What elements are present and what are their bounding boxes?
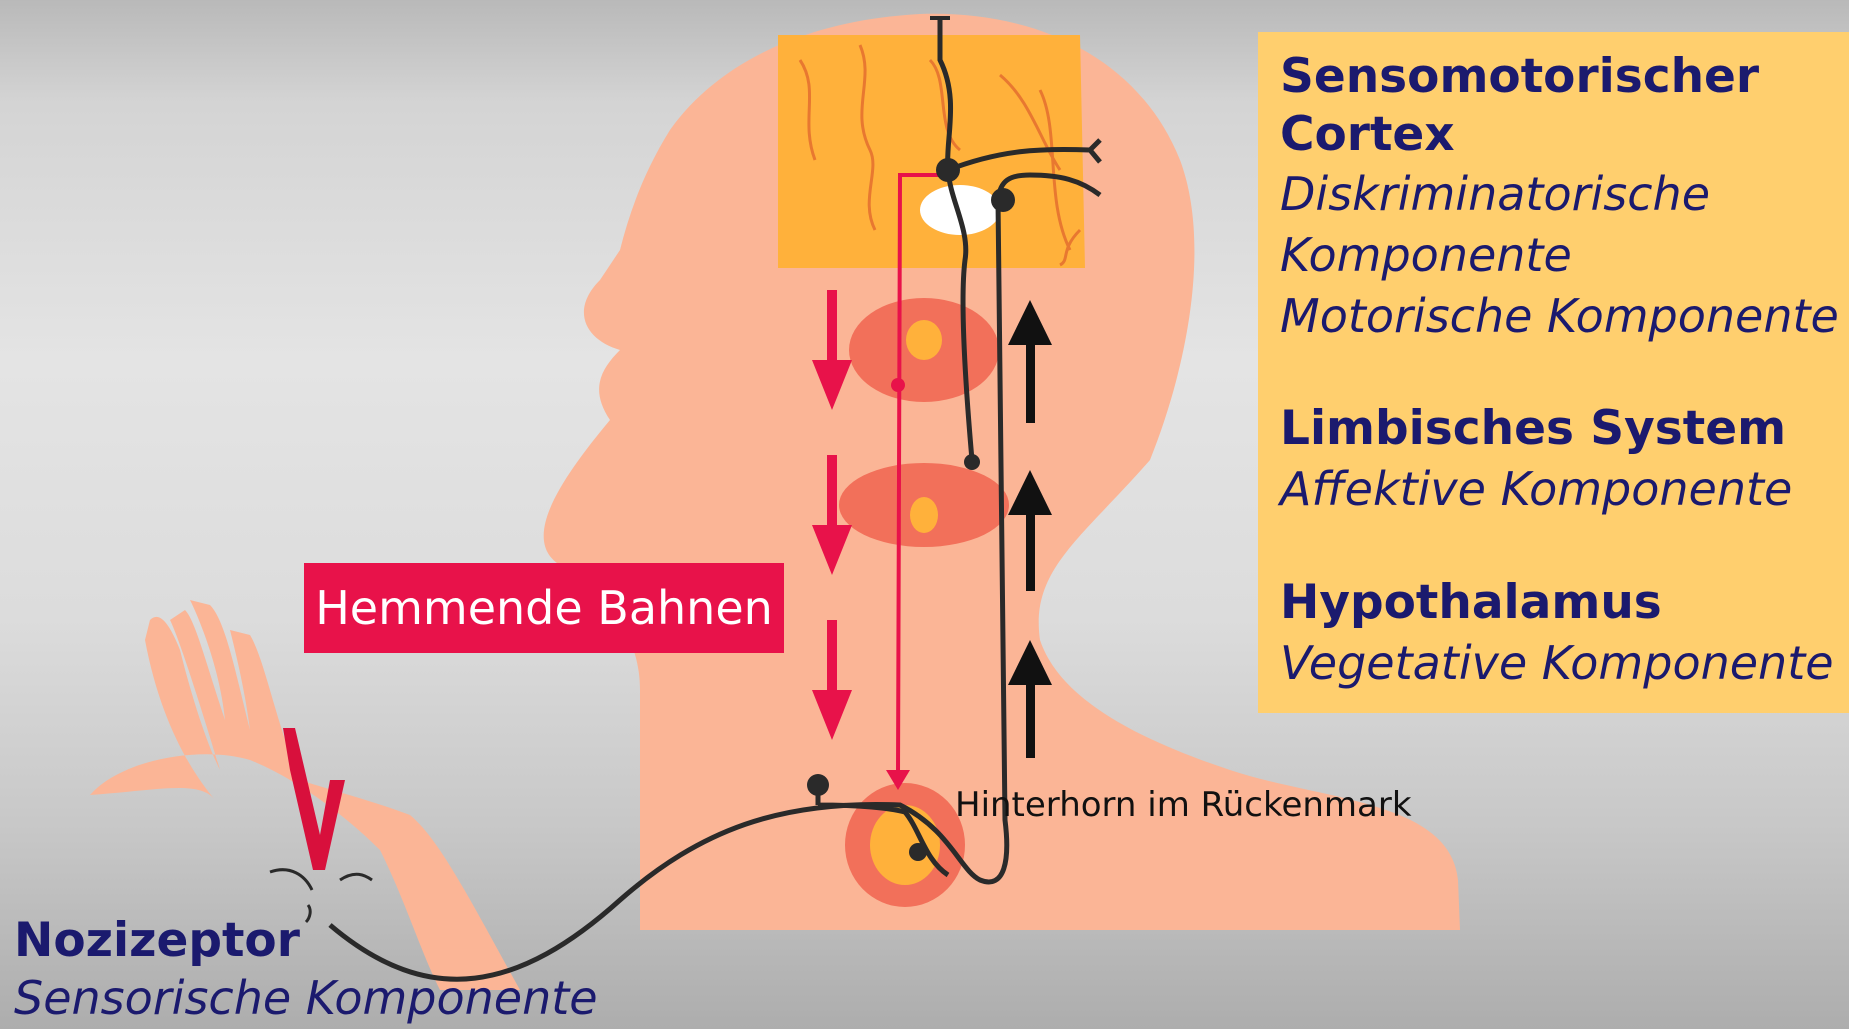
cortex-components: Diskriminatorische Komponente Motorische… [1280,164,1839,347]
cortex-title-line-1: Sensomotorischer [1280,48,1759,106]
inhibitory-synapse [891,378,905,392]
cortex-title-line-2: Cortex [1280,106,1759,164]
hypothalamus-component: Vegetative Komponente [1280,633,1834,694]
cervical-grey-matter [910,497,938,533]
lightning-bolt-icon [283,728,345,870]
brainstem-synapse [964,454,980,470]
cortex-component-3: Motorische Komponente [1280,286,1839,347]
inhibitory-pathways-text: Hemmende Bahnen [315,581,773,635]
dorsal-root-ganglion [807,774,829,796]
nociceptor-title: Nozizeptor [14,912,300,970]
hypothalamus-title: Hypothalamus [1280,574,1662,632]
nociceptor-component: Sensorische Komponente [14,968,598,1029]
dorsal-horn-synapse [909,843,927,861]
cortex-synapse [991,188,1015,212]
thalamus-synapse [936,158,960,182]
inhibitory-pathways-label: Hemmende Bahnen [304,563,784,653]
limbic-title: Limbisches System [1280,400,1786,458]
dorsal-horn-label: Hinterhorn im Rückenmark [955,785,1412,825]
cortex-component-2: Komponente [1280,225,1839,286]
limbic-component: Affektive Komponente [1280,459,1792,520]
lumbar-grey-matter [870,805,940,885]
cortex-title: Sensomotorischer Cortex [1280,48,1759,164]
cortex-component-1: Diskriminatorische [1280,164,1839,225]
medulla-grey-matter [906,320,942,360]
